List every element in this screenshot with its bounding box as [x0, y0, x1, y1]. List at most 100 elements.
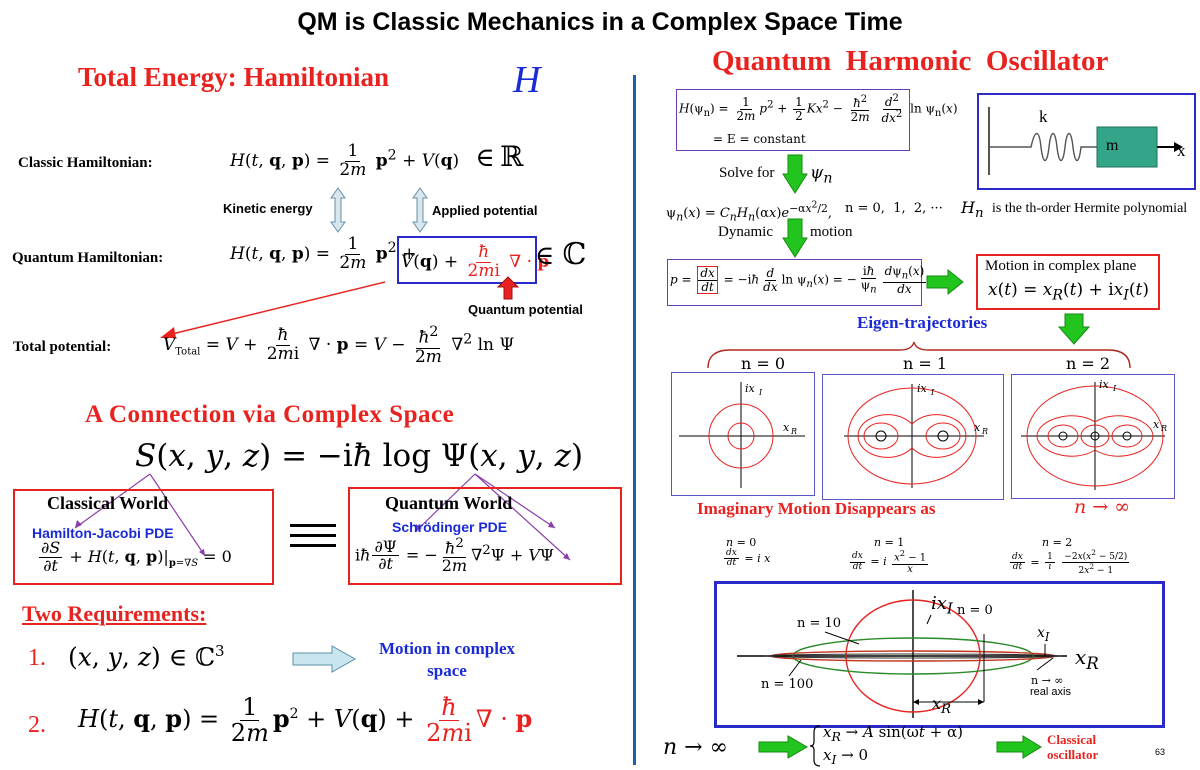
- complex-set-symbol: ∈ ℂ: [535, 237, 587, 272]
- real-axis-label: real axis: [1030, 686, 1071, 698]
- svg-text:R: R: [1160, 424, 1167, 433]
- kinetic-energy-label: Kinetic energy: [223, 201, 313, 216]
- slide-title: QM is Classic Mechanics in a Complex Spa…: [297, 8, 903, 36]
- svg-text:I: I: [930, 388, 935, 397]
- ixI-axis-label: ixI: [931, 593, 953, 618]
- n2-label: n = 2: [1066, 354, 1111, 373]
- spring-k-label: k: [1039, 107, 1048, 126]
- classic-hamiltonian-label: Classic Hamiltonian:: [18, 155, 153, 171]
- hamilton-jacobi-label: Hamilton-Jacobi PDE: [32, 525, 174, 541]
- dynamic-down-arrow: [782, 218, 808, 258]
- hermite-note: is the th-order Hermite polynomial: [992, 201, 1188, 216]
- svg-text:x: x: [974, 421, 981, 434]
- req1-eq: (x, y, z) ∈ ℂ3: [68, 642, 225, 672]
- svg-text:R: R: [981, 427, 988, 436]
- eigen-brace: [707, 341, 1131, 369]
- wavefunction-eq: ψn(x) = CnHn(αx)e−αx2/2,: [666, 200, 845, 224]
- momentum-right-arrow: [926, 269, 964, 295]
- page-number: 63: [1155, 747, 1166, 757]
- energy-heading: Total Energy: Hamiltonian: [78, 62, 390, 92]
- xR-axis-label: xR: [1075, 645, 1099, 673]
- trajectory-plot-n1: ix I x R: [844, 382, 988, 488]
- trajectory-plot-n0: ix I x R: [679, 382, 805, 488]
- axis-x-label: x: [1177, 141, 1186, 160]
- schrodinger-label: Schrödinger PDE: [392, 519, 508, 535]
- kinetic-double-arrow: [330, 187, 346, 233]
- bottom-brace: [809, 725, 821, 767]
- n-inf-label: n → ∞: [1031, 674, 1064, 687]
- xR-limit-eq: xR → A sin(ωt + α): [823, 723, 963, 744]
- svg-text:ix: ix: [1099, 378, 1110, 391]
- solve-down-arrow: [782, 154, 808, 194]
- svg-text:I: I: [758, 388, 763, 397]
- quantum-hamiltonian-label: Quantum Hamiltonian:: [12, 250, 164, 266]
- n-inf-bottom: n → ∞: [663, 735, 728, 760]
- hermite-symbol: Hn: [961, 198, 984, 222]
- action-eq: S(x, y, z) = −iħ log Ψ(x, y, z): [135, 438, 584, 474]
- eigen-down-arrow: [1058, 313, 1090, 345]
- eigen-trajectories-label: Eigen-trajectories: [857, 313, 988, 332]
- qho-heading: Quantum Harmonic Oscillator: [712, 45, 1109, 77]
- column-divider: [633, 75, 636, 765]
- quantum-world-title: Quantum World: [385, 493, 513, 513]
- xI-limit-eq: xI → 0: [823, 746, 869, 767]
- bottom-arrow-1: [758, 735, 808, 759]
- applied-potential-label: Applied potential: [432, 203, 538, 218]
- motion-label: motion: [810, 224, 853, 240]
- hamiltonian-symbol: H: [513, 59, 541, 101]
- complex-plane-box: [976, 254, 1160, 310]
- solve-for-label: Solve for: [719, 165, 775, 181]
- spring-mass-diagram: [977, 93, 1196, 190]
- svg-text:I: I: [1112, 384, 1117, 393]
- xR-bottom-label: xR: [932, 694, 952, 718]
- quantum-world-box: [348, 487, 622, 585]
- action-pointer-lines: [74, 473, 571, 561]
- n0-label: n = 0: [741, 354, 786, 373]
- applied-double-arrow: [412, 187, 428, 233]
- xI-small-label: xI: [1037, 625, 1050, 644]
- equivalence-symbol: [290, 524, 336, 547]
- n1-label: n = 1: [903, 354, 948, 373]
- motion-complex-space-label: Motion in complex space: [379, 639, 515, 680]
- n0-curve-label: n = 0: [957, 603, 993, 618]
- total-potential-label: Total potential:: [13, 339, 112, 355]
- limit-plot: [737, 590, 1067, 718]
- classical-world-box: [13, 489, 274, 585]
- trajectory-panel-n0: [671, 372, 815, 496]
- total-potential-arrow: [160, 281, 386, 338]
- psi-n-symbol: ψn: [810, 163, 833, 187]
- svg-text:x: x: [783, 421, 790, 434]
- req1-number: 1.: [28, 645, 46, 671]
- svg-text:R: R: [790, 427, 797, 436]
- trajectory-panel-n1: [822, 374, 1004, 500]
- hamilton-jacobi-eq: ∂S∂t + H(t, q, p)|p=∇S = 0: [39, 538, 232, 575]
- trajectory-plot-n2: ix I x R: [1021, 378, 1167, 490]
- req2-number: 2.: [28, 712, 46, 738]
- complex-plane-label: Motion in complex plane: [985, 258, 1137, 274]
- complex-trajectory-eq: x(t) = xR(t) + ixI(t): [988, 280, 1149, 304]
- two-requirements-heading: Two Requirements:: [22, 601, 207, 626]
- req1-arrow: [292, 645, 356, 673]
- n-values: n = 0, 1, 2, ···: [845, 201, 943, 216]
- n-to-infinity-red: n → ∞: [1074, 496, 1131, 518]
- connection-heading: A Connection via Complex Space: [85, 401, 455, 428]
- svg-text:ix: ix: [745, 382, 756, 395]
- quantum-potential-arrow: [496, 276, 520, 300]
- dynamic-label: Dynamic: [718, 224, 773, 240]
- quantum-potential-label: Quantum potential: [468, 302, 583, 317]
- n10-curve-label: n = 10: [797, 616, 842, 631]
- svg-text:x: x: [1153, 418, 1160, 431]
- imaginary-disappears-label: Imaginary Motion Disappears as: [697, 499, 936, 518]
- mass-m-label: m: [1106, 137, 1119, 154]
